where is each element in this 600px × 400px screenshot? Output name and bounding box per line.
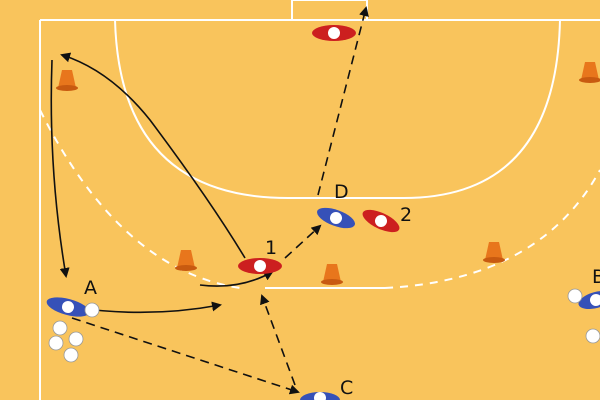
player-b xyxy=(578,290,600,310)
run-arrow-a-cut xyxy=(50,59,70,278)
defender-2 xyxy=(362,209,400,233)
label-c: C xyxy=(340,377,353,399)
court-lines xyxy=(39,0,600,400)
cone-icon xyxy=(483,242,505,263)
ball-pile-right xyxy=(567,288,600,344)
label-d: D xyxy=(334,181,349,203)
cones xyxy=(56,62,600,285)
ball-icon xyxy=(585,328,600,344)
cone-icon xyxy=(175,250,197,271)
defender-goalkeeper xyxy=(312,25,356,41)
ball-pile-left xyxy=(48,302,100,363)
label-b: B xyxy=(592,266,600,288)
pass-arrow-to-d xyxy=(284,224,322,259)
ball-icon xyxy=(567,288,583,304)
ball-icon xyxy=(63,347,79,363)
ball-icon xyxy=(52,320,68,336)
cone-icon xyxy=(321,264,343,285)
cone-icon xyxy=(56,70,78,91)
player-d xyxy=(317,207,355,229)
ball-icon xyxy=(84,302,100,318)
label-defender-1: 1 xyxy=(265,237,277,259)
player-c xyxy=(300,392,340,400)
player-a xyxy=(46,297,90,317)
ball-icon xyxy=(68,331,84,347)
pass-arrows xyxy=(71,6,369,395)
defender-1 xyxy=(238,258,282,274)
pass-arrow-d-shot xyxy=(317,6,369,196)
free-throw-line xyxy=(39,109,600,289)
cone-icon xyxy=(579,62,600,83)
run-arrow-feint xyxy=(199,271,274,287)
six-meter-line xyxy=(114,19,561,200)
ball-icon xyxy=(48,335,64,351)
pass-arrow-c-forward xyxy=(260,294,296,386)
label-defender-2: 2 xyxy=(400,204,412,226)
pass-arrow-a-to-c xyxy=(71,317,300,395)
run-arrow-defender-1 xyxy=(60,52,246,259)
label-a: A xyxy=(84,277,97,299)
